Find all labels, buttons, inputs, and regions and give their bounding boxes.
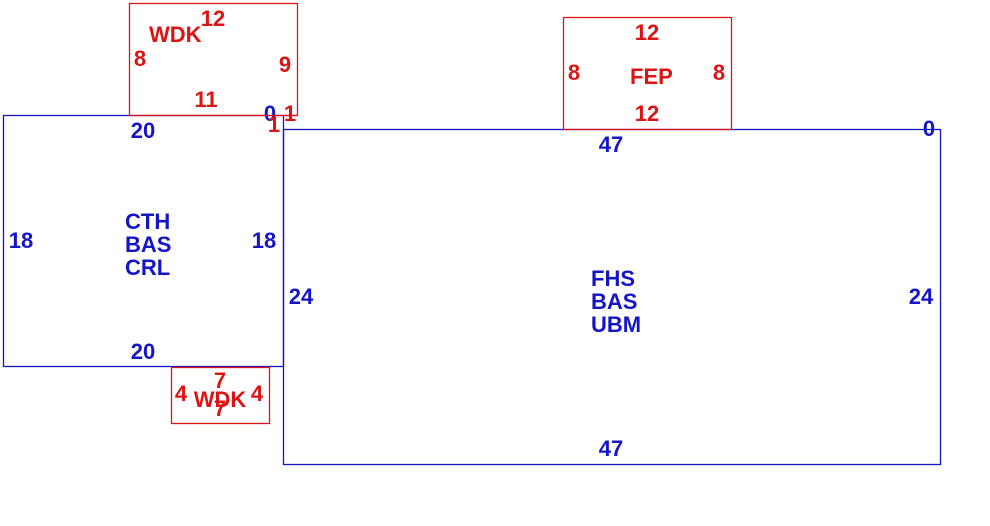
cth-label-line-1: CTH	[125, 209, 170, 234]
area-fep: 12 12 8 8 FEP	[562, 16, 733, 131]
wdk-bottom-right-dimension: 4	[251, 381, 264, 406]
wdk-bottom-label: WDK	[194, 387, 247, 412]
fhs-top-dimension: 47	[599, 132, 623, 157]
fhs-bottom-dimension: 47	[599, 436, 623, 461]
area-wdk-bottom: 7 7 4 4 WDK	[170, 366, 271, 425]
fhs-label-line-1: FHS	[591, 266, 635, 291]
fep-bottom-dimension: 12	[635, 101, 659, 126]
wdk-top-step-dimension-b: 1	[268, 112, 280, 137]
wdk-top-left-dimension: 8	[134, 46, 146, 71]
area-fhs: 47 47 24 24 0 FHS BAS UBM	[282, 116, 942, 466]
area-wdk-top-outline	[128, 2, 299, 117]
wdk-bottom-top-dimension: 7	[214, 368, 226, 393]
fhs-right-dimension: 24	[909, 284, 934, 309]
fep-right-dimension: 8	[713, 60, 725, 85]
area-wdk-top: 12 11 8 9 1 1 WDK	[128, 2, 299, 137]
wdk-top-top-dimension: 12	[201, 6, 225, 31]
fhs-left-dimension: 24	[289, 284, 314, 309]
cth-corner-dimension: 0	[264, 101, 276, 126]
cth-top-dimension: 20	[131, 118, 155, 143]
cth-left-dimension: 18	[9, 228, 33, 253]
fhs-label-line-3: UBM	[591, 312, 641, 337]
cth-label-line-3: CRL	[125, 255, 170, 280]
area-wdk-bottom-outline	[170, 366, 271, 425]
fhs-corner-dimension: 0	[923, 116, 935, 141]
fep-left-dimension: 8	[568, 60, 580, 85]
wdk-bottom-left-dimension: 4	[175, 381, 188, 406]
cth-label-line-2: BAS	[125, 232, 171, 257]
fhs-label-line-2: BAS	[591, 289, 637, 314]
area-fep-outline	[562, 16, 733, 131]
wdk-top-label: WDK	[149, 22, 202, 47]
wdk-bottom-bottom-dimension: 7	[214, 396, 226, 421]
wdk-top-right-dimension: 9	[279, 52, 291, 77]
wdk-top-bottom-dimension: 11	[194, 87, 217, 112]
fep-label: FEP	[630, 64, 673, 89]
area-cth: 20 20 18 18 0 CTH BAS CRL	[2, 101, 285, 368]
wdk-top-step-dimension-a: 1	[284, 101, 296, 126]
fep-top-dimension: 12	[635, 20, 659, 45]
cth-bottom-dimension: 20	[131, 339, 155, 364]
cth-right-dimension: 18	[252, 228, 276, 253]
